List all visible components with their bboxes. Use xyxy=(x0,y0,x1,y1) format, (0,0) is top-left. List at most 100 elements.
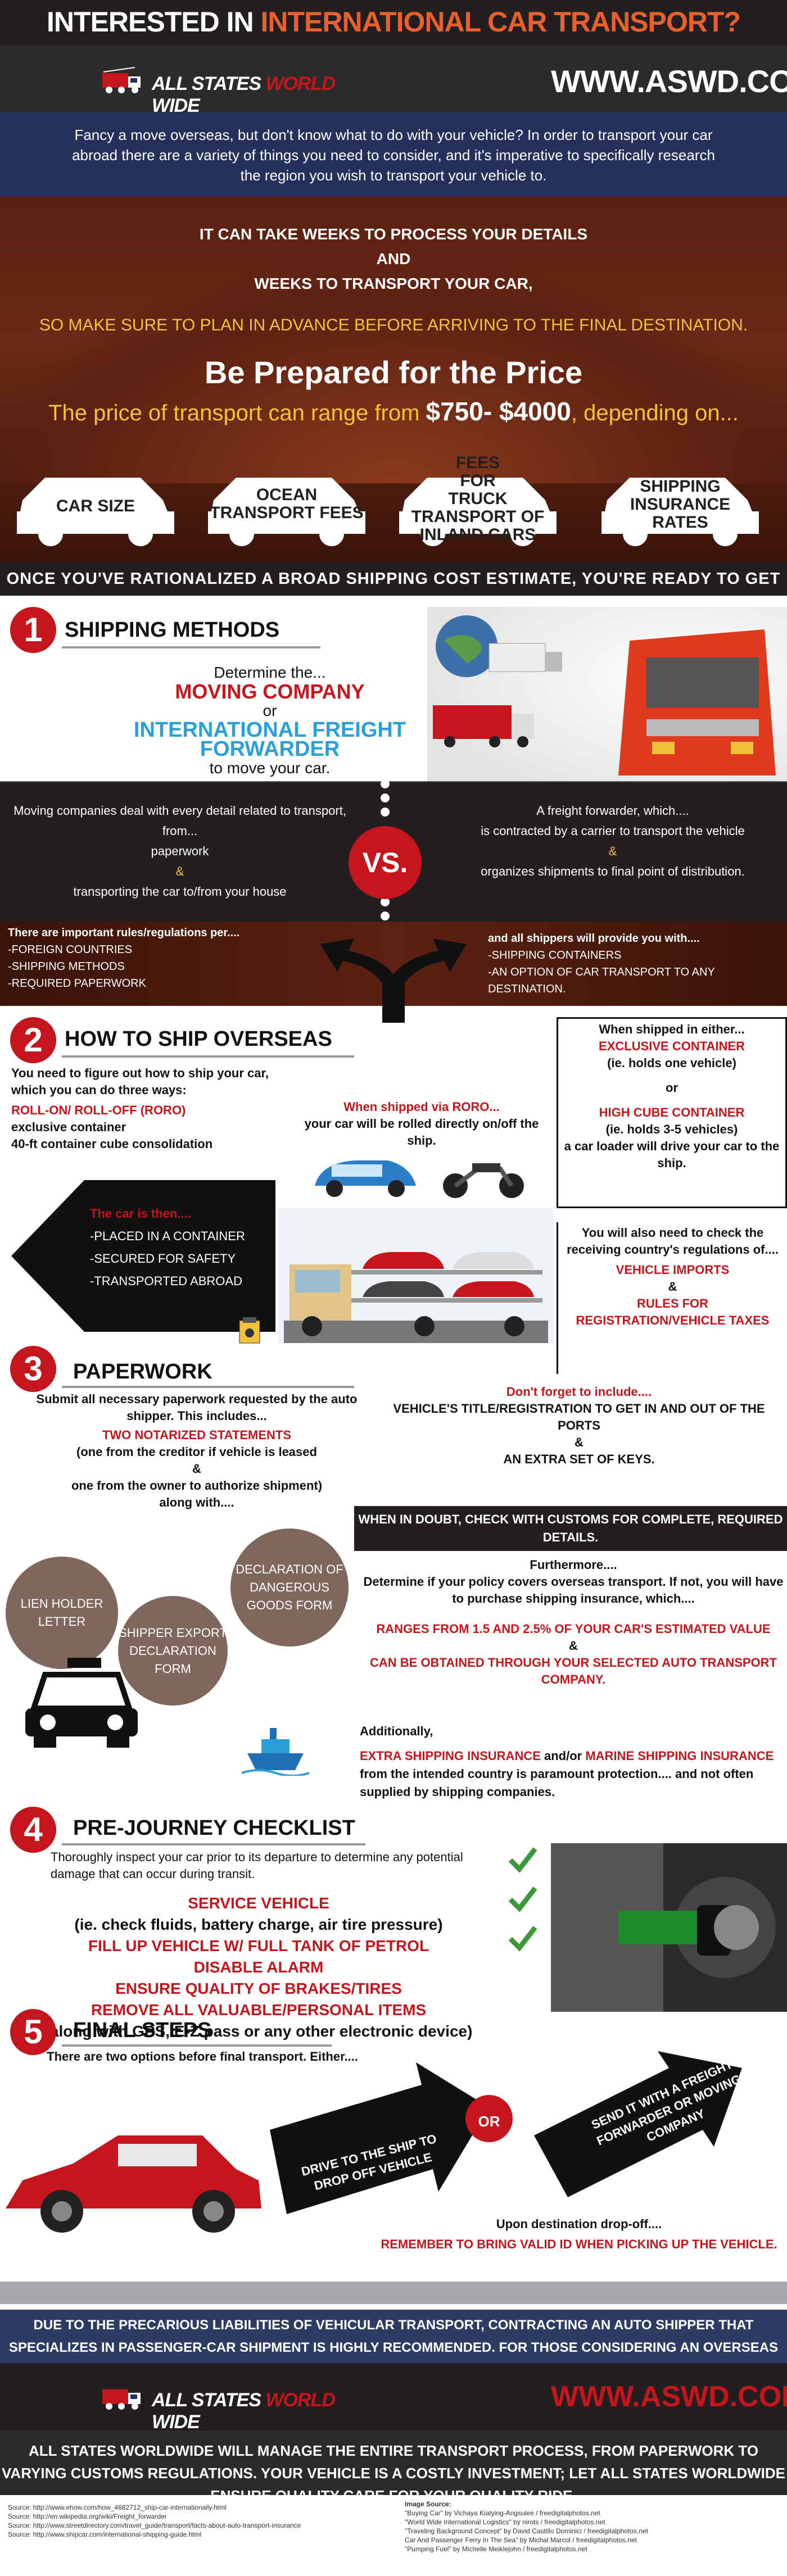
ship-ways: You need to figure out how to ship your … xyxy=(11,1066,269,1151)
step-underline xyxy=(62,1055,354,1058)
road-background xyxy=(0,270,787,483)
step-number: 3 xyxy=(10,1346,56,1392)
container-options: When shipped in either... EXCLUSIVE CONT… xyxy=(557,1017,787,1208)
list-item: -SHIPPING METHODS xyxy=(8,960,125,973)
intro-text: Fancy a move overseas, but don't know wh… xyxy=(72,126,715,184)
brand-name: ALL STATES WORLD WIDE xyxy=(152,73,336,116)
step-underline xyxy=(62,646,320,648)
receiving-country-regs: You will also need to check the receivin… xyxy=(557,1222,787,1374)
price-range-value: $750- $4000 xyxy=(426,397,571,426)
source-link[interactable]: Source: http://www.ehow.com/how_4682712_… xyxy=(8,2504,227,2511)
source-link[interactable]: Source: http://en.wikipedia.org/wiki/Fre… xyxy=(8,2512,167,2520)
split-arrow-icon xyxy=(320,938,467,1023)
text-sources: Source: http://www.ehow.com/how_4682712_… xyxy=(8,2503,345,2539)
image-source-title: Image Source: xyxy=(405,2500,451,2508)
footer-logo[interactable]: ALL STATES WORLD WIDE xyxy=(101,2383,349,2433)
step-number: 1 xyxy=(10,607,56,653)
freight-forwarder-label: INTERNATIONAL FREIGHT FORWARDER xyxy=(133,718,406,761)
truck-illustration xyxy=(427,607,787,787)
upon-drop-off: Upon destination drop-off.... xyxy=(496,2217,662,2231)
sources-section: Source: http://www.ehow.com/how_4682712_… xyxy=(0,2495,787,2576)
closing-statement: ALL STATES WORLDWIDE WILL MANAGE THE ENT… xyxy=(0,2430,787,2504)
timing-line2: AND xyxy=(376,250,411,267)
recommendation-band: DUE TO THE PRECARIOUS LIABILITIES OF VEH… xyxy=(0,2310,787,2378)
insurance-info: Furthermore.... Determine if your policy… xyxy=(363,1558,784,1686)
checkmark-icons xyxy=(508,1847,537,1952)
source-link[interactable]: Source: http://www.shipcar.com/internati… xyxy=(8,2530,202,2538)
step-title: PRE-JOURNEY CHECKLIST xyxy=(73,1816,355,1840)
car-then-list: The car is then.... -PLACED IN A CONTAIN… xyxy=(90,1207,245,1288)
step-number: 2 xyxy=(10,1017,56,1063)
car-carrier-truck-image xyxy=(278,1208,554,1343)
factor-label: RATES xyxy=(652,513,708,532)
final-steps-intro: There are two options before final trans… xyxy=(47,2049,358,2063)
shippers-list: and all shippers will provide you with..… xyxy=(488,930,780,997)
title-prefix: INTERESTED IN xyxy=(47,6,261,38)
list-item: (ie. check fluids, battery charge, air t… xyxy=(74,1916,443,1933)
image-source: "Pumping Fuel" by Michelle Meiklejohn / … xyxy=(405,2545,587,2553)
destination-note: Upon destination drop-off.... REMEMBER T… xyxy=(371,2214,787,2255)
factor-label: SHIPPING xyxy=(640,477,721,496)
image-source: "Traveling Background Concept" by David … xyxy=(405,2527,648,2535)
step-underline xyxy=(62,1843,365,1845)
image-sources: Image Source: "Buying Car" by Vichaya Ki… xyxy=(405,2500,742,2554)
list-item: ENSURE QUALITY OF BRAKES/TIRES xyxy=(115,1980,402,1997)
source-link[interactable]: Source: http://www.streetdirectory.com/t… xyxy=(8,2521,301,2529)
truck-logo-icon xyxy=(102,2389,141,2410)
moving-company-label: MOVING COMPANY xyxy=(175,680,365,703)
lien-holder-bubble: LIEN HOLDER LETTER xyxy=(6,1557,118,1669)
image-source: "Buying Car" by Vichaya Kiatying-Angsule… xyxy=(405,2509,600,2517)
list-item: -FOREIGN COUNTRIES xyxy=(8,944,133,956)
list-item: -AN OPTION OF CAR TRANSPORT TO ANY DESTI… xyxy=(488,966,715,995)
plan-advance-text: SO MAKE SURE TO PLAN IN ADVANCE BEFORE A… xyxy=(39,316,748,334)
header-bar xyxy=(0,0,787,45)
remember-id: REMEMBER TO BRING VALID ID WHEN PICKING … xyxy=(381,2237,777,2251)
brand-logo[interactable]: ALL STATES WORLD WIDE xyxy=(101,66,349,116)
factor-label: TRUCK TRANSPORT OF INLAND CARS xyxy=(411,489,545,544)
rules-title: There are important rules/regulations pe… xyxy=(8,927,240,939)
intro-band: Fancy a move overseas, but don't know wh… xyxy=(0,112,787,197)
divider xyxy=(0,781,787,782)
step-title: FINAL STEPS xyxy=(73,2019,212,2042)
list-item: (along with GPS, E-Z pass or any other e… xyxy=(44,2022,473,2040)
factor-label: INSURANCE xyxy=(630,495,731,514)
price-range: The price of transport can range from $7… xyxy=(48,397,739,426)
price-heading: Be Prepared for the Price xyxy=(204,355,583,390)
image-source: Car And Passenger Ferry In The Sea" by M… xyxy=(405,2536,637,2544)
truck-logo-icon xyxy=(102,67,141,93)
factor-label: TRANSPORT FEES xyxy=(210,504,364,522)
factor-card-car-size: CAR SIZE xyxy=(11,444,180,556)
determine-text: Determine the... xyxy=(214,664,326,681)
step-number: 4 xyxy=(10,1807,56,1853)
image-source: "World Wide International Logistics" by … xyxy=(405,2518,605,2526)
factor-label: OCEAN xyxy=(256,486,318,504)
page-title: INTERESTED IN INTERNATIONAL CAR TRANSPOR… xyxy=(0,6,787,38)
paperwork-statements: Submit all necessary paperwork requested… xyxy=(36,1392,358,1509)
red-car-image xyxy=(6,2135,261,2233)
checklist: SERVICE VEHICLE (ie. check fluids, batte… xyxy=(11,1893,506,2042)
factor-card-ocean-fees: OCEAN TRANSPORT FEES xyxy=(202,444,371,556)
step-number: 5 xyxy=(10,2009,56,2055)
to-move-text: to move your car. xyxy=(209,759,331,777)
car-then-arrow xyxy=(11,1180,275,1332)
list-item: DISABLE ALARM xyxy=(193,1958,324,1976)
dont-forget: Don't forget to include.... VEHICLE'S TI… xyxy=(393,1385,765,1466)
website-link[interactable]: WWW.ASWD.COM xyxy=(551,64,787,99)
moving-company-description: Moving companies deal with every detail … xyxy=(13,804,346,899)
timing-text: IT CAN TAKE WEEKS TO PROCESS YOUR DETAIL… xyxy=(0,222,787,296)
list-item: SERVICE VEHICLE xyxy=(188,1894,329,1912)
factor-label: FOR xyxy=(460,471,496,490)
vs-badge: VS. xyxy=(349,826,422,899)
ship-icon xyxy=(242,1728,309,1776)
or-text: or xyxy=(263,702,277,719)
rules-list: There are important rules/regulations pe… xyxy=(8,924,300,992)
footer-divider xyxy=(0,2282,787,2304)
brand-name: ALL STATES WORLD WIDE xyxy=(152,2389,336,2433)
footer-website-link[interactable]: WWW.ASWD.COM xyxy=(551,2380,787,2413)
timing-line3: WEEKS TO TRANSPORT YOUR CAR, xyxy=(254,275,533,292)
factor-card-truck-fees: FEES FOR TRUCK TRANSPORT OF INLAND CARS xyxy=(394,444,562,556)
step-title: HOW TO SHIP OVERSEAS xyxy=(65,1027,332,1051)
car-and-motorcycle-image xyxy=(315,1160,524,1198)
rationalized-banner: ONCE YOU'VE RATIONALIZED A BROAD SHIPPIN… xyxy=(0,562,787,622)
